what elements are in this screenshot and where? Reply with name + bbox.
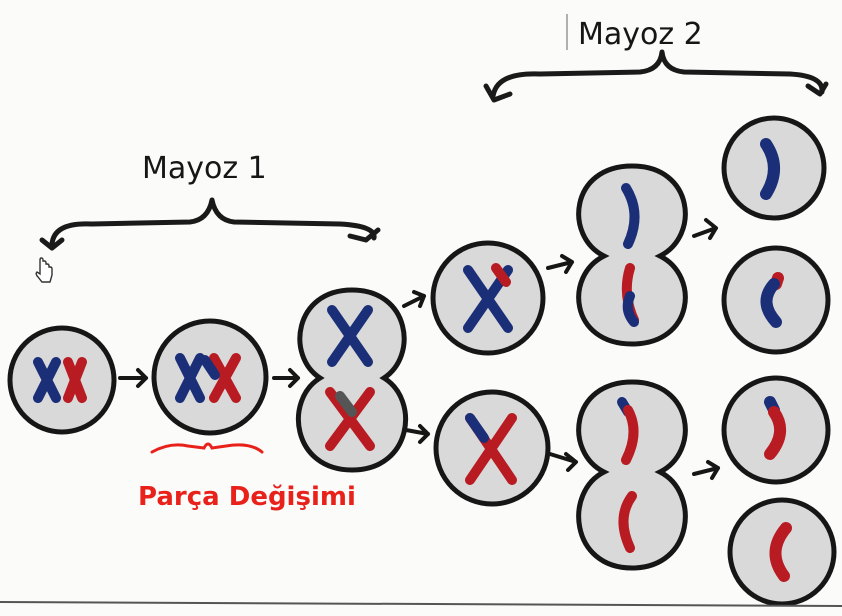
dividing-cell-bottom-meiosis-2 xyxy=(576,379,688,571)
meiosis-2-brace xyxy=(490,49,825,99)
hand-cursor-icon[interactable] xyxy=(35,257,53,283)
arrow-1 xyxy=(118,368,148,388)
meiosis-1-brace-right-arrow xyxy=(347,227,381,243)
arrow-2 xyxy=(272,368,300,388)
dividing-cell-meiosis-1 xyxy=(296,287,408,473)
page-bottom-line xyxy=(0,601,842,607)
meiosis-2-brace-left-arrow xyxy=(483,83,513,103)
daughter-cell-bottom xyxy=(433,389,551,507)
gamete-4 xyxy=(727,497,837,607)
arrow-3-up xyxy=(402,290,426,308)
arrow-5-bottom xyxy=(692,460,720,480)
meiosis-1-brace-left-arrow xyxy=(39,237,65,251)
gamete-1 xyxy=(721,115,827,221)
gamete-3 xyxy=(721,375,831,485)
arrow-3-down xyxy=(404,424,430,444)
crossing-over-cell xyxy=(151,318,269,436)
gamete-2 xyxy=(721,245,831,355)
meiosis-2-brace-right-arrow xyxy=(805,81,829,97)
dividing-cell-top-meiosis-2 xyxy=(576,163,688,347)
meiosis-2-label: Mayoz 2 xyxy=(578,17,703,52)
arrow-5-top xyxy=(692,218,718,240)
meiosis-1-brace xyxy=(49,197,377,247)
arrow-4-up xyxy=(546,254,574,274)
crossing-over-underline-brace xyxy=(150,442,264,454)
crossing-over-label: Parça Değişimi xyxy=(138,482,356,512)
arrow-4-down xyxy=(548,452,578,472)
parent-cell xyxy=(7,325,117,435)
meiosis-1-label: Mayoz 1 xyxy=(142,151,267,186)
daughter-cell-top xyxy=(430,240,546,356)
